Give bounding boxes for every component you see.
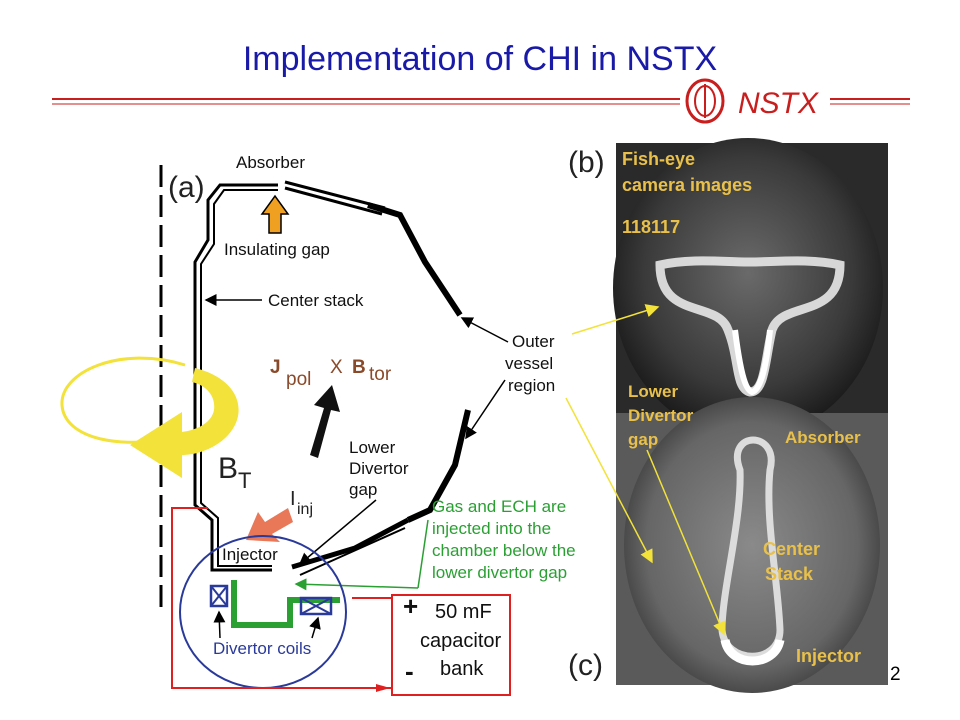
capacitor-label-2: capacitor xyxy=(420,630,501,652)
slide-title: Implementation of CHI in NSTX xyxy=(242,40,718,78)
shot-number: 118117 xyxy=(622,217,680,237)
toroidal-field-arrow xyxy=(130,368,239,478)
panel-b-label: (b) xyxy=(568,146,605,179)
coil-arrow-right xyxy=(309,616,321,639)
gas-ech-arrow xyxy=(294,578,419,591)
divertor-coil-left xyxy=(209,584,229,608)
outer-vessel-arrow-2 xyxy=(465,379,506,440)
gas-ech-line-3: chamber below the xyxy=(432,541,576,560)
gas-ech-bracket xyxy=(417,519,429,589)
circuit-arrow xyxy=(376,684,390,692)
absorber-label: Absorber xyxy=(236,153,305,172)
force-arrow xyxy=(310,385,340,458)
capacitor-label-1: 50 mF xyxy=(435,601,492,623)
bt-symbol: B xyxy=(218,452,238,485)
fisheye-image-c xyxy=(616,397,888,693)
divertor-coil-right xyxy=(299,596,333,616)
lower-gap-c-arrow xyxy=(646,449,726,636)
cross-symbol: X xyxy=(330,357,343,378)
lower-gap-c-1: Lower xyxy=(628,382,678,401)
caption-b-1: Fish-eye xyxy=(622,149,695,169)
center-stack-label: Center stack xyxy=(268,291,364,310)
insulating-gap-label: Insulating gap xyxy=(224,240,330,259)
iinj-subscript: inj xyxy=(297,501,313,518)
capacitor-label-3: bank xyxy=(440,658,484,680)
lower-gap-c-2: Divertor xyxy=(628,406,694,425)
center-stack-c-2: Stack xyxy=(765,564,814,584)
vessel-outline xyxy=(193,180,471,576)
outer-vessel-label-2: vessel xyxy=(505,354,553,373)
bt-subscript: T xyxy=(238,468,251,493)
lower-divertor-label-3: gap xyxy=(349,480,377,499)
panel-c-label: (c) xyxy=(568,649,603,682)
fisheye-image-b xyxy=(613,138,888,438)
plus-terminal: + xyxy=(403,591,418,621)
nstx-logo: NSTX xyxy=(685,78,819,124)
caption-b-2: camera images xyxy=(622,175,752,195)
center-stack-c-1: Center xyxy=(763,539,820,559)
injector-c-label: Injector xyxy=(796,646,861,666)
outer-vessel-label-1: Outer xyxy=(512,332,555,351)
lower-divertor-label-2: Divertor xyxy=(349,459,409,478)
lower-gap-c-3: gap xyxy=(628,430,658,449)
logo-text: NSTX xyxy=(738,87,819,120)
lower-divertor-label-1: Lower xyxy=(349,438,396,457)
outer-vessel-label-3: region xyxy=(508,376,555,395)
outer-vessel-c-pointer xyxy=(565,397,653,564)
divertor-coils-label: Divertor coils xyxy=(213,639,311,658)
outer-vessel-arrow-1 xyxy=(460,317,509,343)
b-subscript: tor xyxy=(369,364,392,385)
lower-divertor-arrow xyxy=(298,499,377,565)
header-rule xyxy=(52,98,910,105)
j-subscript: pol xyxy=(286,369,311,390)
iinj-symbol: I xyxy=(290,488,296,510)
injector-label: Injector xyxy=(222,545,278,564)
b-symbol: B xyxy=(352,357,366,378)
gas-ech-line-4: lower divertor gap xyxy=(432,563,567,582)
gas-ech-line-1: Gas and ECH are xyxy=(432,497,566,516)
insulating-gap-arrow xyxy=(260,194,290,234)
injection-current-arrow xyxy=(246,508,293,542)
panel-a-label: (a) xyxy=(168,171,205,204)
toroidal-loop xyxy=(60,356,186,444)
j-symbol: J xyxy=(270,357,281,378)
outer-vessel-b-pointer xyxy=(571,304,660,335)
coil-arrow-left xyxy=(213,610,226,639)
page-number: 2 xyxy=(890,664,901,685)
gas-ech-line-2: injected into the xyxy=(432,519,551,538)
absorber-c-label: Absorber xyxy=(785,428,861,447)
minus-terminal: - xyxy=(405,656,414,686)
